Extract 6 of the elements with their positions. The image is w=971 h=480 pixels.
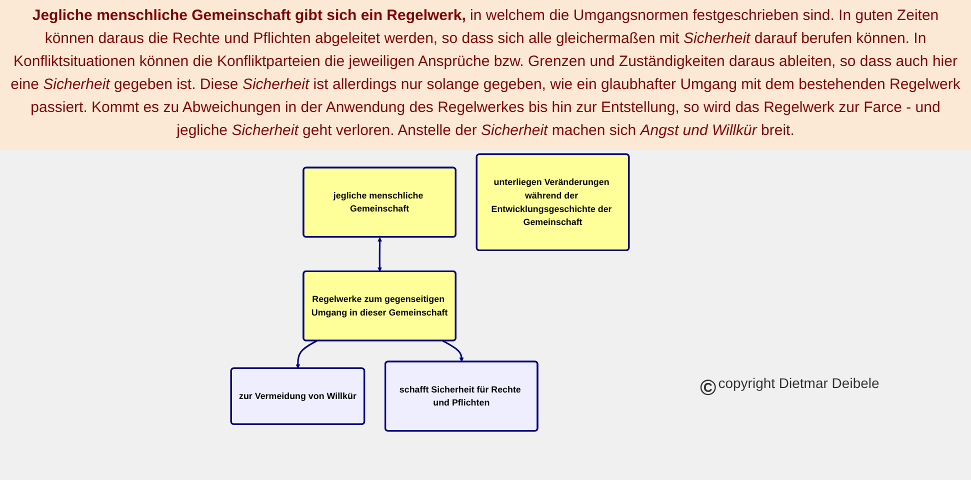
copyright-note: copyright Dietmar Deibele (718, 375, 880, 391)
arrow (442, 340, 464, 362)
arrow (296, 340, 318, 369)
arrow (377, 237, 382, 272)
intro-paragraph: Jegliche menschliche Gemeinschaft gibt sich ein Regelwerk, in welchem die Umgangsnormen festgeschrieben sind. In guten Zeiten können daraus die Rechte und Pflichten abgeleitet werden, so dass sich alle gleichermaßen mit Sicherheit darauf berufen können. In Konfliktsituationen können die Konfliktparteien die jeweiligen Ansprüche bzw. Grenzen und Zuständigkeiten daraus ableiten, so dass auch hier eine Sicherheit gegeben ist. Diese Sicherheit ist allerdings nur solange gegeben, wie ein glaubhafter Umgang mit dem bestehenden Regelwerk passiert. Kommt es zu Abweichungen in der Anwendung des Regelwerkes bis hin zur Entstellung, so wird das Regelwerk zur Farce - und jegliche Sicherheit geht verloren. Anstelle der Sicherheit machen sich Angst und Willkür breit. (0, 0, 971, 150)
copyright-symbol: © (700, 375, 716, 401)
